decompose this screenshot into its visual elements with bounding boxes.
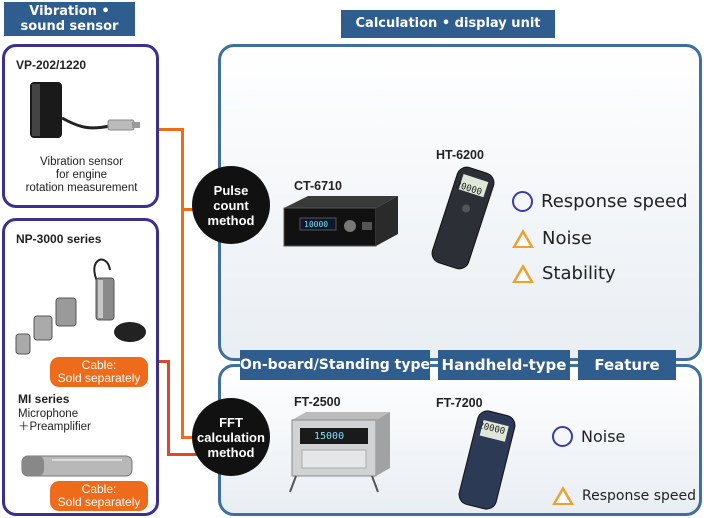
- connector-np: [159, 360, 169, 363]
- vp-model-label: VP-202/1220: [16, 58, 87, 72]
- feature-label: Stability: [542, 263, 616, 284]
- fair-triangle-icon: [512, 229, 534, 248]
- np-sensors-image: [15, 258, 146, 355]
- mi-cable-note: Cable: Sold separately: [50, 481, 148, 511]
- connector-pulse: [181, 208, 197, 211]
- fair-triangle-icon: [552, 486, 574, 505]
- ft7200-handheld-image: [458, 410, 516, 510]
- sensor-section-header: Vibration • sound sensor: [4, 2, 135, 36]
- pulse-count-method-badge: Pulse count method: [192, 166, 270, 244]
- fft-feature-response-speed: Response speed: [552, 486, 696, 505]
- microphone-image: [21, 455, 133, 477]
- mi-sensor-description: Microphone ＋Preamplifier: [18, 408, 91, 433]
- feature-label: Noise: [542, 228, 592, 249]
- connector-np-fft: [167, 453, 197, 456]
- connector-vp: [159, 128, 183, 131]
- pulse-feature-noise: Noise: [512, 228, 592, 249]
- connector-vertical: [181, 128, 184, 438]
- ft2500-display: 15000: [314, 431, 345, 442]
- ht6200-handheld-image: [431, 166, 495, 270]
- np-model-label: NP-3000 series: [16, 232, 102, 246]
- onboard-type-header: On-board/Standing type: [240, 350, 430, 380]
- good-circle-icon: [512, 191, 533, 212]
- pulse-feature-stability: Stability: [512, 263, 616, 284]
- feature-label: Noise: [581, 427, 626, 446]
- mi-model-label: MI series: [18, 392, 70, 406]
- ct6710-label: CT-6710: [294, 179, 342, 193]
- feature-label: Response speed: [582, 487, 696, 504]
- feature-header: Feature: [578, 350, 676, 380]
- ht6200-label: HT-6200: [436, 148, 484, 162]
- feature-label: Response speed: [541, 191, 688, 212]
- vibration-sensor-image: [30, 82, 140, 138]
- handheld-type-header: Handheld-type: [438, 350, 570, 380]
- ft7200-label: FT-7200: [436, 396, 483, 410]
- connector-np-down: [167, 360, 170, 456]
- calc-section-header: Calculation • display unit: [341, 10, 555, 38]
- pulse-feature-response-speed: Response speed: [512, 191, 688, 212]
- vp-sensor-description: Vibration sensor for engine rotation mea…: [25, 156, 138, 194]
- ct6710-unit-image: [283, 196, 398, 247]
- np-cable-note: Cable: Sold separately: [50, 357, 148, 387]
- fair-triangle-icon: [512, 264, 534, 283]
- connector-fft: [181, 436, 197, 439]
- ft2500-label: FT-2500: [294, 395, 341, 409]
- ft2500-unit-image: [289, 412, 390, 493]
- ct6710-display: 10000: [304, 220, 329, 229]
- fft-calculation-method-badge: FFT calculation method: [192, 398, 270, 476]
- fft-feature-noise: Noise: [552, 426, 625, 447]
- good-circle-icon: [552, 426, 573, 447]
